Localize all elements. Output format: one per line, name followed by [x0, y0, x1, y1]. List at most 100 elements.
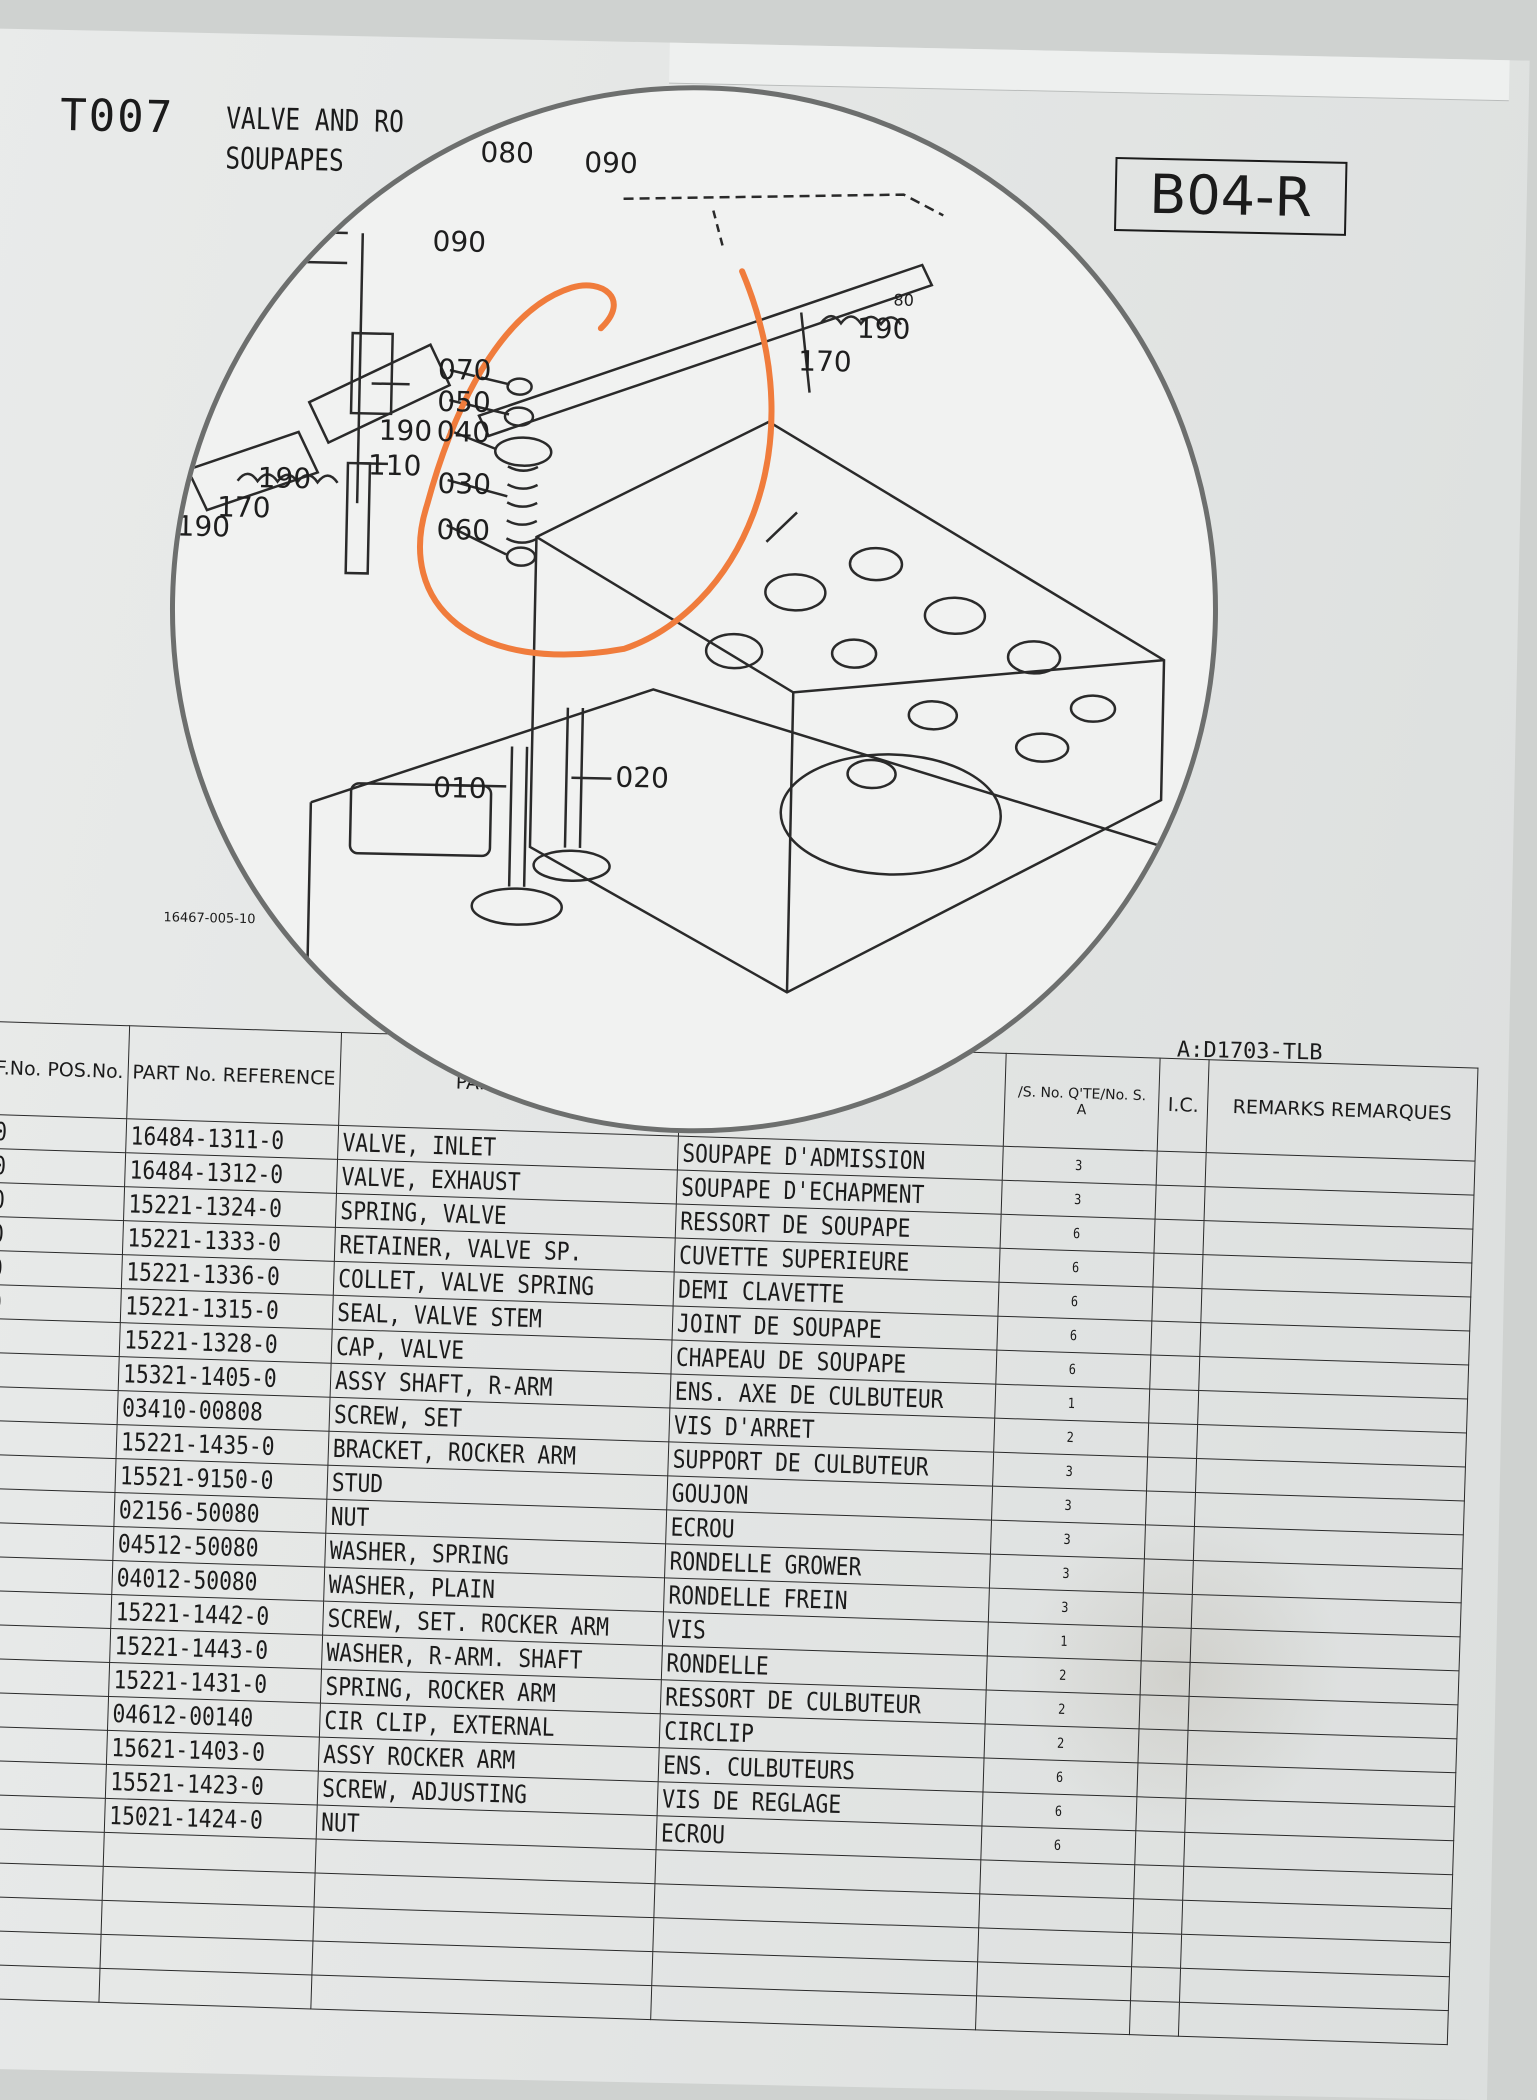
cell-text: 02156-50080: [118, 1495, 260, 1528]
empty-cell: [1179, 2002, 1449, 2044]
cell-text: SPRING, ROCKER ARM: [325, 1672, 556, 1708]
cell-text: GOUJON: [671, 1479, 749, 1510]
cell-ref: 090: [0, 1385, 118, 1424]
cell-ic: [1142, 1593, 1192, 1629]
header-ref: REF.No. POS.No.: [0, 1021, 129, 1119]
cell-ic: [1151, 1321, 1201, 1357]
callout-090: 090: [432, 225, 486, 259]
callout-070: 070: [438, 353, 492, 387]
cell-ref: 70: [0, 1657, 109, 1696]
cell-text: RONDELLE GROWER: [669, 1546, 862, 1581]
cell-text: ECROU: [661, 1818, 726, 1849]
cell-ref: 040: [0, 1216, 123, 1255]
cell-text: 6: [1069, 1361, 1077, 1377]
cell-text: 15221-1328-0: [124, 1325, 278, 1359]
cell-text: SOUPAPE D'ECHAPMENT: [681, 1173, 925, 1210]
callout-050: 050: [437, 385, 491, 419]
cell-text: 15221-1333-0: [127, 1223, 281, 1257]
callout-060: 060: [436, 513, 490, 547]
cell-qty: 6: [1000, 1214, 1155, 1253]
empty-cell: [1132, 1933, 1182, 1969]
cell-ic: [1146, 1491, 1196, 1527]
cell-text: COLLET, VALVE SPRING: [338, 1264, 595, 1301]
callout-140: 140: [244, 247, 298, 281]
cell-text: 15321-1405-0: [123, 1359, 277, 1393]
cell-text: 6: [1070, 1327, 1078, 1343]
cell-text: 010: [0, 1116, 8, 1146]
cell-text: 15221-1431-0: [113, 1665, 267, 1699]
cell-qty: 6: [983, 1758, 1138, 1797]
exhaust-valve-head: [533, 850, 610, 882]
cell-text: 2: [1057, 1735, 1065, 1751]
cell-ref: 130: [0, 1521, 114, 1560]
cell-ic: [1147, 1457, 1197, 1493]
cell-ic: [1137, 1763, 1187, 1799]
cell-text: NUT: [321, 1808, 360, 1838]
cell-qty: 3: [991, 1520, 1146, 1559]
cell-qty: 3: [993, 1452, 1148, 1491]
cell-text: SPRING, VALVE: [340, 1196, 507, 1230]
cell-ic: [1153, 1253, 1203, 1289]
cell-text: 15221-1336-0: [126, 1257, 280, 1291]
cell-text: WASHER, SPRING: [329, 1536, 509, 1571]
cell-ic: [1149, 1389, 1199, 1425]
header-remarks: REMARKS REMARQUES: [1206, 1060, 1478, 1161]
cell-ref: 080: [0, 1352, 119, 1391]
callout-010: 010: [433, 771, 487, 805]
cell-text: WASHER, R-ARM. SHAFT: [326, 1638, 583, 1675]
callout-80: 80: [893, 290, 914, 309]
empty-cell: [980, 1860, 1135, 1899]
cell-text: 040: [0, 1218, 4, 1248]
cell-text: ASSY ROCKER ARM: [323, 1740, 516, 1775]
empty-cell: [1130, 2001, 1180, 2037]
callout-170-right: 170: [798, 344, 852, 378]
cell-ic: [1141, 1627, 1191, 1663]
empty-cell: [1134, 1865, 1184, 1901]
cell-ref: 070: [0, 1318, 120, 1357]
cell-ic: [1156, 1151, 1206, 1187]
cell-text: CUVETTE SUPERIEURE: [679, 1241, 910, 1277]
cell-text: 030: [0, 1184, 5, 1214]
cell-qty: 2: [984, 1724, 1139, 1763]
cell-text: 15521-9150-0: [119, 1461, 273, 1495]
cell-ref: 050: [0, 1250, 122, 1289]
cell-text: SEAL, VALVE STEM: [337, 1298, 543, 1333]
cell-ref: 010: [0, 1114, 126, 1153]
empty-cell: [979, 1894, 1134, 1933]
empty-cell: [978, 1928, 1133, 1967]
cell-text: 3: [1063, 1565, 1071, 1581]
cell-text: 050: [0, 1252, 3, 1282]
cell-text: 15221-1324-0: [128, 1189, 282, 1223]
cell-text: 3: [1064, 1531, 1072, 1547]
cell-text: 6: [1056, 1769, 1064, 1785]
cell-text: 6: [1055, 1803, 1063, 1819]
cell-text: 2: [1059, 1667, 1067, 1683]
cell-ref: 060: [0, 1284, 121, 1323]
cell-text: RETAINER, VALVE SP.: [339, 1230, 583, 1267]
cell-ic: [1144, 1525, 1194, 1561]
rocker-shaft: [479, 256, 933, 445]
empty-cell: [0, 1827, 104, 1866]
cell-text: 070: [0, 1320, 1, 1350]
cell-text: 3: [1065, 1497, 1073, 1513]
cell-text: VIS: [667, 1614, 706, 1644]
callout-040: 040: [436, 415, 490, 449]
cell-text: VIS D'ARRET: [673, 1411, 815, 1444]
cell-ic: [1143, 1559, 1193, 1595]
inlet-valve-head: [471, 888, 562, 926]
cell-text: 16484-1312-0: [129, 1155, 283, 1189]
empty-cell: [0, 1963, 100, 2002]
cell-text: 6: [1054, 1837, 1062, 1853]
cell-ic: [1148, 1423, 1198, 1459]
cell-text: 3: [1075, 1158, 1083, 1174]
cell-ref: 020: [0, 1148, 125, 1187]
cell-qty: 6: [996, 1350, 1151, 1389]
cell-text: RONDELLE FREIN: [668, 1580, 848, 1615]
cell-text: 15221-1315-0: [125, 1291, 279, 1325]
cell-ic: [1154, 1219, 1204, 1255]
cell-text: 2: [1058, 1701, 1066, 1717]
inlet-valve-stem: [509, 747, 527, 887]
cell-ic: [1140, 1661, 1190, 1697]
empty-cell: [0, 1929, 101, 1968]
